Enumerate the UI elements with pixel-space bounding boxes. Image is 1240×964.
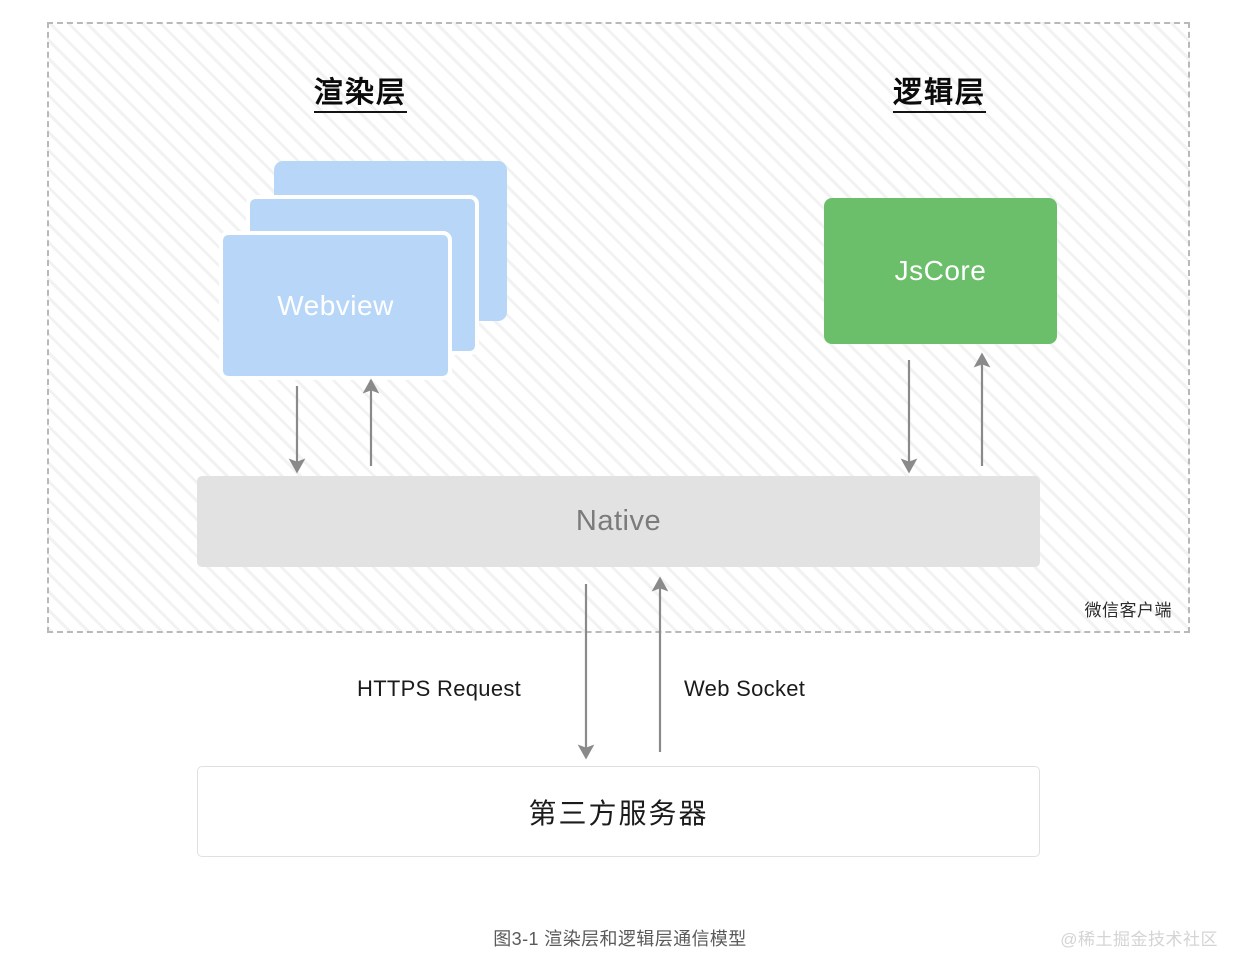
webview-card-front: Webview: [219, 231, 452, 380]
native-label: Native: [575, 505, 662, 537]
third-party-server-node: 第三方服务器: [197, 766, 1040, 857]
jscore-label: JsCore: [894, 255, 987, 286]
third-party-server-label: 第三方服务器: [528, 797, 709, 829]
figure-caption: 图3-1 渲染层和逻辑层通信模型: [493, 929, 747, 949]
watermark-label: @稀土掘金技术社区: [1060, 930, 1218, 949]
native-node: Native: [197, 476, 1040, 567]
web-socket-label: Web Socket: [684, 676, 806, 701]
render-layer-title: 渲染层: [314, 78, 408, 114]
logic-layer-title: 逻辑层: [893, 78, 987, 114]
webview-label: Webview: [277, 289, 394, 321]
jscore-node: JsCore: [824, 198, 1057, 344]
https-request-label: HTTPS Request: [357, 676, 522, 701]
webview-node: Webview: [219, 161, 509, 380]
wechat-client-label: 微信客户端: [1084, 601, 1172, 620]
